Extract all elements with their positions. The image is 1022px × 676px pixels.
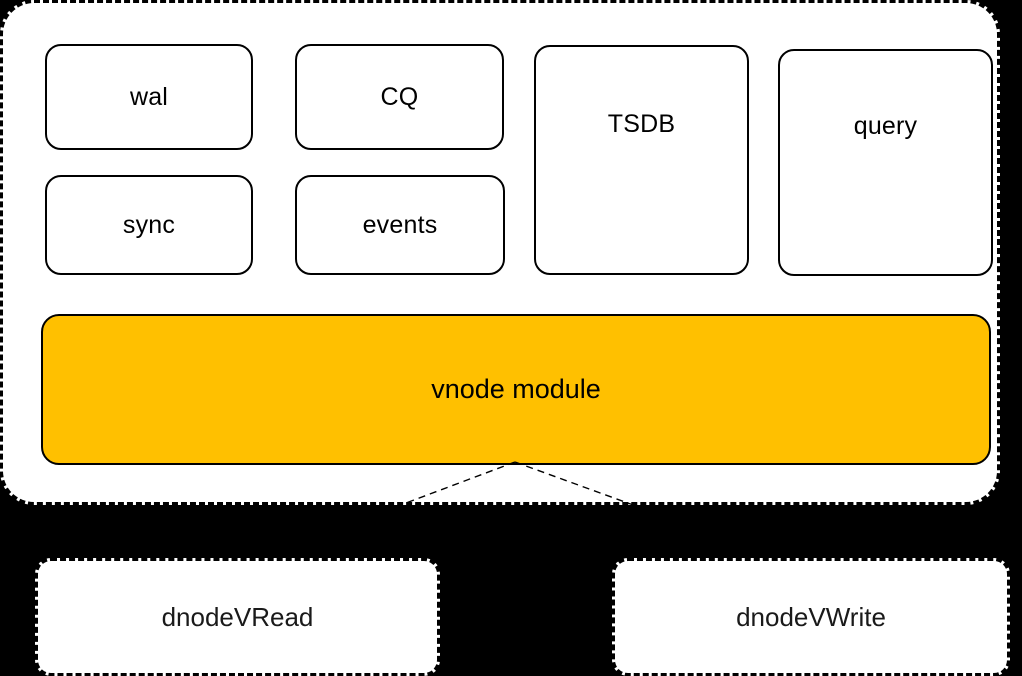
vnode-container: wal CQ sync events TSDB query vnode modu… [0,0,1000,505]
dnode-vwrite-box[interactable]: dnodeVWrite [612,558,1010,676]
module-box-events[interactable]: events [295,175,505,275]
module-box-cq[interactable]: CQ [295,44,504,150]
vnode-module-label: vnode module [431,374,601,404]
dnode-vread-label: dnodeVRead [161,602,314,632]
dnode-vwrite-label: dnodeVWrite [736,602,886,632]
module-label-query: query [853,112,918,140]
module-box-tsdb[interactable]: TSDB [534,45,749,275]
module-label-cq: CQ [380,82,419,111]
module-label-tsdb: TSDB [607,109,676,138]
module-box-sync[interactable]: sync [45,175,253,275]
module-box-wal[interactable]: wal [45,44,253,150]
dnode-vread-box[interactable]: dnodeVRead [35,558,440,676]
module-label-sync: sync [122,210,176,239]
module-label-events: events [362,210,438,239]
vnode-module-bar[interactable]: vnode module [41,314,991,465]
module-box-query[interactable]: query [778,49,993,276]
module-label-wal: wal [129,82,169,111]
